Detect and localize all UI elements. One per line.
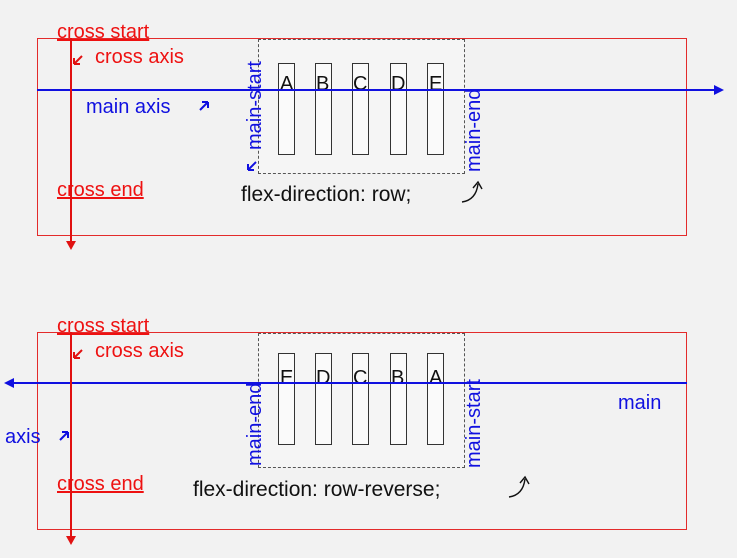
bottom-cross-start-label: cross start <box>57 315 150 337</box>
top-flex-item <box>427 63 444 155</box>
top-main-axis-arrowhead <box>714 85 724 95</box>
bottom-curved-arrowhead-icon <box>519 475 530 485</box>
bottom-main-axis-left-label: axis <box>5 426 41 448</box>
bottom-flex-item <box>315 353 332 445</box>
top-cross-axis-arrowhead <box>66 241 76 250</box>
top-main-start-marker-icon <box>247 161 257 171</box>
top-cross-end-label: cross end <box>57 179 144 201</box>
top-flex-item <box>315 63 332 155</box>
top-flex-item <box>390 63 407 155</box>
bottom-cross-axis-arrowhead <box>66 536 76 545</box>
bottom-flex-item <box>352 353 369 445</box>
bottom-main-axis-right-label: main <box>618 392 662 414</box>
top-flex-item <box>352 63 369 155</box>
bottom-main-axis-arrowhead <box>4 378 14 388</box>
bottom-caption: flex-direction: row-reverse; <box>193 478 441 501</box>
bottom-outer-frame <box>37 332 687 530</box>
top-main-axis-marker-icon <box>199 101 209 111</box>
bottom-flex-item <box>278 353 295 445</box>
top-cross-start-label: cross start <box>57 21 150 43</box>
top-cross-axis-marker-icon <box>73 55 83 65</box>
bottom-flex-item <box>427 353 444 445</box>
bottom-main-axis-marker-icon <box>59 431 69 441</box>
top-curved-arrow-icon <box>461 183 479 203</box>
bottom-flex-item <box>390 353 407 445</box>
bottom-cross-axis-label: cross axis <box>95 340 184 362</box>
top-curved-arrowhead-icon <box>472 180 483 190</box>
bottom-cross-axis-marker-icon <box>73 349 83 359</box>
bottom-curved-arrow-icon <box>508 478 526 498</box>
top-caption: flex-direction: row; <box>241 183 412 206</box>
top-outer-frame <box>37 38 687 236</box>
top-flex-item <box>278 63 295 155</box>
top-main-axis-label: main axis <box>86 96 171 118</box>
top-cross-axis-label: cross axis <box>95 46 184 68</box>
bottom-cross-end-label: cross end <box>57 473 144 495</box>
